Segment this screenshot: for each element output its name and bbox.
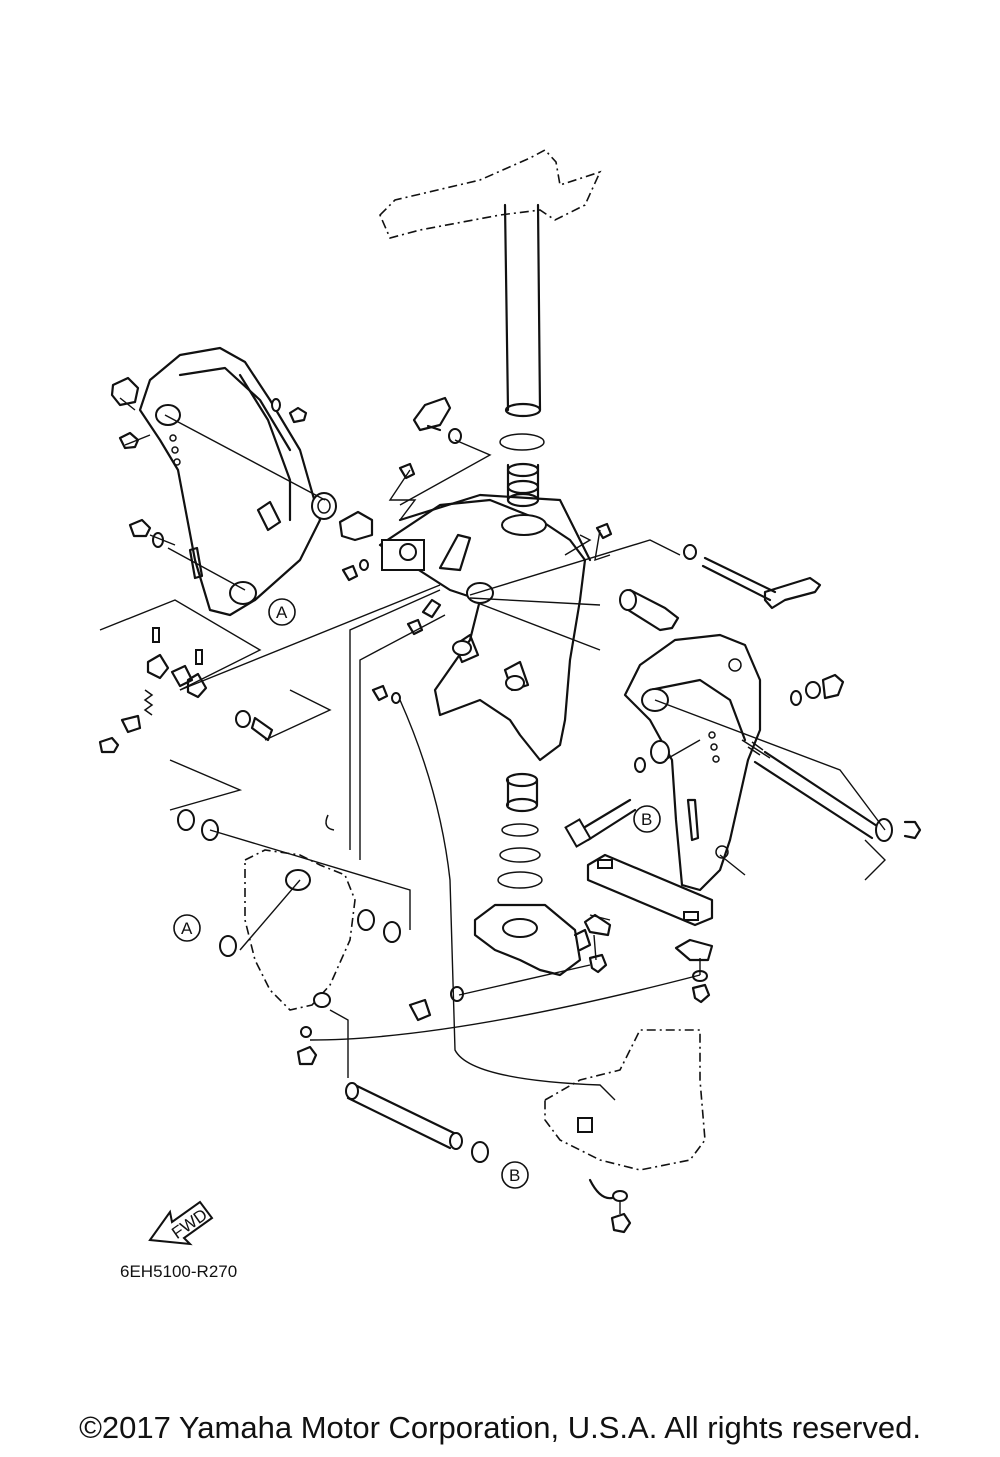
diagram-code: 6EH5100-R270: [120, 1262, 238, 1281]
lower-mount-housing: [473, 903, 592, 977]
fwd-arrow-icon: FWD: [148, 1200, 214, 1246]
ref-b-marker-bottom: [501, 1161, 529, 1189]
clamp-bracket-starboard: [623, 633, 762, 892]
leader-lines: [99, 397, 886, 1214]
ref-a-bottom: A: [181, 919, 193, 938]
tilt-lock-parts: [98, 627, 274, 754]
tilt-rod: [619, 544, 822, 632]
ref-b-bottom: B: [509, 1166, 520, 1185]
port-small-parts: [110, 376, 374, 548]
clamp-bracket-port: [138, 346, 322, 617]
ref-b-top: B: [641, 810, 652, 829]
bracket-28: [412, 396, 462, 444]
steering-arm: [379, 149, 602, 418]
ref-a-marker-bottom: [173, 914, 201, 942]
ref-b-marker-top: [633, 805, 661, 833]
mount-plates: [408, 853, 714, 1022]
tube-19: [345, 1082, 489, 1163]
lower-port-housing: [177, 809, 401, 1066]
bolt-40-assembly: [564, 673, 845, 848]
stem-bushings: [497, 433, 545, 889]
copyright-notice: ©2017 Yamaha Motor Corporation, U.S.A. A…: [79, 1410, 921, 1445]
small-bolts: [325, 462, 613, 831]
through-tube-bolt: [741, 739, 922, 842]
swivel-bracket: [378, 493, 592, 762]
ref-a-marker-top: [268, 598, 296, 626]
reference-markers: A A B B: [173, 598, 661, 1189]
lower-unit: [544, 1029, 706, 1234]
ref-a-top: A: [276, 603, 288, 622]
